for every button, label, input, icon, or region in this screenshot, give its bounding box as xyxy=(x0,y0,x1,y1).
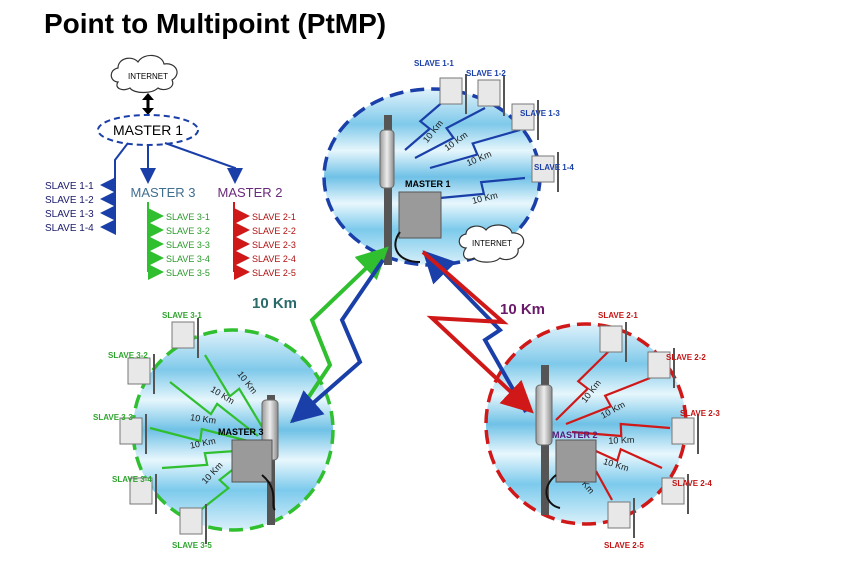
slave-antenna-icon xyxy=(661,474,689,514)
slave-antenna-icon xyxy=(647,348,675,388)
slave-antenna-icon xyxy=(127,354,155,394)
link-purple-distance: 10 Km xyxy=(500,301,545,318)
tree-slave2-label: SLAVE 2-4 xyxy=(252,254,296,264)
slave-label: SLAVE 1-2 xyxy=(466,69,506,78)
tree-slave2-label: SLAVE 2-5 xyxy=(252,268,296,278)
slave-label: SLAVE 3-2 xyxy=(108,351,148,360)
master3-equipment-icon xyxy=(231,395,279,525)
slave-antenna-icon xyxy=(179,504,207,544)
tree-slave3-label: SLAVE 3-3 xyxy=(166,240,210,250)
tree-slave3-label: SLAVE 3-1 xyxy=(166,212,210,222)
cell1-internet-cloud-icon: INTERNET xyxy=(458,224,525,263)
slave-label: SLAVE 2-5 xyxy=(604,541,644,550)
cell3-radio-link: 10 Km xyxy=(149,412,253,444)
tree-slave1-label: SLAVE 1-1 xyxy=(45,181,94,192)
cell2-master-label: MASTER 2 xyxy=(552,430,598,440)
tree-slave2-label: SLAVE 2-3 xyxy=(252,240,296,250)
topology-tree: INTERNET MASTER 1 MASTER 3 MASTER 2 SLAV… xyxy=(45,54,296,280)
tree-master1-slave-trunk xyxy=(114,142,129,228)
link-green-distance: 10 Km xyxy=(252,295,297,312)
tree-slave1-label: SLAVE 1-2 xyxy=(45,195,94,206)
slave-antenna-icon xyxy=(119,414,147,454)
tree-master1-label: MASTER 1 xyxy=(113,122,183,138)
tree-internet-cloud-icon: INTERNET xyxy=(110,54,178,94)
page-title: Point to Multipoint (PtMP) xyxy=(44,8,387,39)
master2-equipment-icon xyxy=(535,365,597,515)
tree-slave3-label: SLAVE 3-5 xyxy=(166,268,210,278)
tree-slave3-label: SLAVE 3-4 xyxy=(166,254,210,264)
slave-antenna-icon xyxy=(531,152,559,192)
cell1-master-label: MASTER 1 xyxy=(405,179,451,189)
link-master1-master2: 10 Km xyxy=(421,250,545,414)
tree-slave2-label: SLAVE 2-1 xyxy=(252,212,296,222)
slave-label: SLAVE 3-4 xyxy=(112,475,152,484)
tree-slave1-label: SLAVE 1-4 xyxy=(45,223,94,234)
slave-label: SLAVE 1-4 xyxy=(534,163,574,172)
slave-antenna-icon xyxy=(511,100,539,140)
link-distance-label: 10 Km xyxy=(190,412,217,425)
slave-antenna-icon xyxy=(439,74,467,114)
cell3-master-label: MASTER 3 xyxy=(218,427,264,437)
slave-label: SLAVE 2-4 xyxy=(672,479,712,488)
tree-internet-label: INTERNET xyxy=(128,72,168,81)
slave-antenna-icon xyxy=(477,76,505,116)
slave-label: SLAVE 1-3 xyxy=(520,109,560,118)
cell3-coverage-circle xyxy=(131,328,335,532)
slave-label: SLAVE 2-2 xyxy=(666,353,706,362)
tree-master2-label: MASTER 2 xyxy=(217,185,282,200)
link-distance-label: 10 Km xyxy=(608,435,634,446)
slave-antenna-icon xyxy=(599,322,627,362)
slave-antenna-icon xyxy=(607,498,635,538)
slave-label: SLAVE 3-1 xyxy=(162,311,202,320)
tree-slave2-label: SLAVE 2-2 xyxy=(252,226,296,236)
tree-master3-label: MASTER 3 xyxy=(130,185,195,200)
slave-label: SLAVE 3-5 xyxy=(172,541,212,550)
slave-label: SLAVE 1-1 xyxy=(414,59,454,68)
slave-antenna-icon xyxy=(129,474,157,514)
tree-slave3-label: SLAVE 3-2 xyxy=(166,226,210,236)
tree-arrow-master2 xyxy=(164,142,243,184)
link-master1-master3: 10 Km xyxy=(252,246,389,424)
cell1-internet-label: INTERNET xyxy=(472,239,512,248)
master1-equipment-icon xyxy=(379,115,442,265)
slave-antenna-icon xyxy=(171,318,199,358)
cell2-radio-link: 10 Km xyxy=(571,422,671,446)
slave-label: SLAVE 2-3 xyxy=(680,409,720,418)
tree-slave1-label: SLAVE 1-3 xyxy=(45,209,94,220)
slave-label: SLAVE 2-1 xyxy=(598,311,638,320)
slave-label: SLAVE 3-3 xyxy=(93,413,133,422)
slave-antenna-icon xyxy=(671,414,699,454)
